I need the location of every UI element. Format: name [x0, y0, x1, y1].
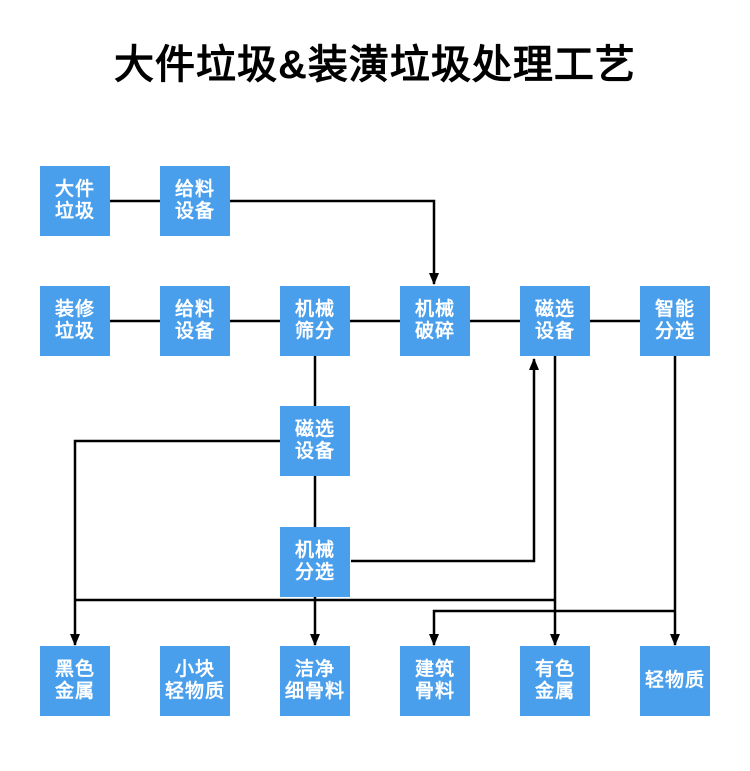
node-bulky-waste: 大件垃圾 [40, 166, 110, 236]
node-label-line: 轻物质 [644, 669, 705, 691]
node-black-metal: 黑色金属 [40, 646, 110, 716]
node-nonferrous-metal: 有色金属 [520, 646, 590, 716]
node-small-light-material: 小块轻物质 [160, 646, 230, 716]
node-label-line: 磁选 [294, 418, 335, 440]
node-label-line: 设备 [174, 321, 215, 342]
node-label-line: 垃圾 [54, 201, 95, 222]
node-label-line: 设备 [534, 321, 575, 342]
node-label-line: 金属 [54, 681, 95, 702]
node-label-line: 智能 [654, 298, 695, 320]
node-label-line: 给料 [174, 298, 215, 320]
node-magnetic-separation-1: 磁选设备 [520, 286, 590, 356]
node-intelligent-sorting: 智能分选 [640, 286, 710, 356]
edge-magnetic2-to-black-metal [70, 439, 280, 646]
node-label-line: 黑色 [54, 658, 95, 680]
node-clean-fine-aggregate: 洁净细骨料 [280, 646, 350, 716]
node-label-line: 装修 [54, 298, 95, 320]
edge-mech-sorting-to-magnetic1 [351, 358, 539, 563]
page-title: 大件垃圾&装潢垃圾处理工艺 [114, 43, 636, 87]
node-mechanical-screening: 机械筛分 [280, 286, 350, 356]
node-label-line: 骨料 [414, 681, 455, 702]
node-construction-aggregate: 建筑骨料 [400, 646, 470, 716]
node-mechanical-sorting: 机械分选 [280, 527, 350, 597]
node-label-line: 破碎 [414, 321, 455, 342]
node-label-line: 给料 [174, 178, 215, 200]
node-label-line: 有色 [534, 658, 575, 680]
node-label-line: 设备 [174, 201, 215, 222]
node-label-line: 垃圾 [54, 321, 95, 342]
node-feeding-equipment-1: 给料设备 [160, 166, 230, 236]
node-label-line: 筛分 [294, 321, 335, 342]
node-label-line: 轻物质 [164, 681, 225, 702]
node-label-line: 分选 [654, 321, 695, 342]
node-label-line: 磁选 [534, 298, 575, 320]
node-label-line: 大件 [54, 178, 95, 200]
node-feeding-equipment-2: 给料设备 [160, 286, 230, 356]
node-label-line: 金属 [534, 681, 575, 702]
node-label-line: 机械 [414, 298, 455, 320]
node-label-line: 分选 [294, 562, 335, 583]
node-mechanical-crushing: 机械破碎 [400, 286, 470, 356]
node-magnetic-separation-2: 磁选设备 [280, 406, 350, 476]
node-label-line: 设备 [294, 441, 335, 462]
node-label-line: 洁净 [294, 658, 335, 680]
node-renovation-waste: 装修垃圾 [40, 286, 110, 356]
edge-feeder1-to-crushing [230, 199, 439, 285]
node-light-material: 轻物质 [640, 646, 710, 716]
node-label-line: 细骨料 [284, 681, 345, 702]
node-label-line: 机械 [294, 539, 335, 561]
node-label-line: 小块 [174, 658, 215, 680]
edge-intelligent-to-construction-aggregate [429, 609, 675, 646]
node-label-line: 建筑 [414, 658, 455, 680]
node-label-line: 机械 [294, 298, 335, 320]
